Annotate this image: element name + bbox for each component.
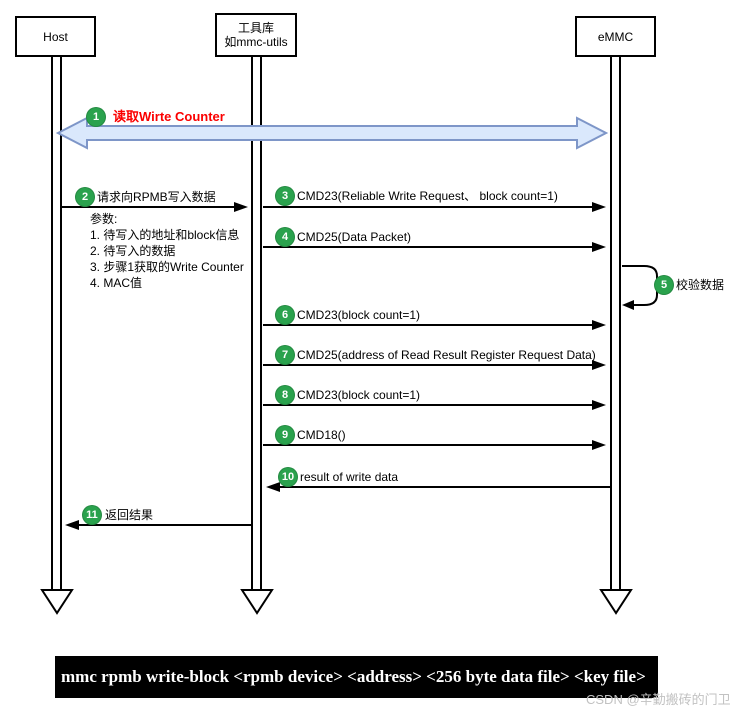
- message-arrow: [279, 486, 610, 488]
- message-arrow: [62, 206, 236, 208]
- message-label: CMD25(address of Read Result Register Re…: [297, 348, 596, 362]
- message-arrow: [263, 404, 593, 406]
- message-label: 请求向RPMB写入数据: [97, 190, 216, 204]
- actor-box-tool: 工具库 如mmc-utils: [215, 13, 297, 57]
- lifeline-emmc: [610, 56, 621, 589]
- message-label: CMD23(block count=1): [297, 388, 421, 402]
- arrowhead-right-icon: [592, 400, 606, 410]
- command-text: mmc rpmb write-block <rpmb device> <addr…: [61, 667, 646, 686]
- step-badge: 6: [275, 305, 295, 325]
- step-badge: 4: [275, 227, 295, 247]
- message-label: CMD18(): [297, 428, 346, 442]
- arrowhead-left-icon: [266, 482, 280, 492]
- actor-label-host: Host: [43, 29, 68, 44]
- arrowhead-right-icon: [592, 320, 606, 330]
- message-label: 返回结果: [105, 508, 154, 522]
- message-label: CMD23(Reliable Write Request、 block coun…: [297, 189, 558, 203]
- wide-arrow-shape: [56, 116, 608, 150]
- lifeline-host: [51, 56, 62, 589]
- step-badge: 5: [654, 275, 674, 295]
- arrowhead-right-icon: [592, 360, 606, 370]
- actor-label-emmc: eMMC: [597, 29, 634, 44]
- parameters-item: 1. 待写入的地址和block信息: [90, 228, 240, 242]
- actor-box-host: Host: [15, 16, 96, 57]
- parameters-item: 2. 待写入的数据: [90, 244, 176, 258]
- step-badge: 1: [86, 107, 106, 127]
- arrowhead-right-icon: [234, 202, 248, 212]
- parameters-item: 3. 步骤1获取的Write Counter: [90, 260, 244, 274]
- arrowhead-right-icon: [592, 202, 606, 212]
- message-arrow: [263, 364, 593, 366]
- message-arrow: [263, 324, 593, 326]
- message-arrow: [263, 246, 593, 248]
- parameters-title: 参数:: [90, 212, 118, 226]
- message-label: 校验数据: [676, 278, 725, 292]
- actor-label-tool-line2: 如mmc-utils: [224, 35, 288, 49]
- message-label: CMD23(block count=1): [297, 308, 421, 322]
- actor-label-tool-line1: 工具库: [237, 21, 274, 35]
- lifeline-end-arrow-icon: [599, 589, 633, 615]
- parameters-note: 参数: 1. 待写入的地址和block信息 2. 待写入的数据 3. 步骤1获取…: [90, 211, 244, 291]
- message-label: result of write data: [300, 470, 399, 484]
- lifeline-end-arrow-icon: [40, 589, 74, 615]
- actor-box-emmc: eMMC: [575, 16, 656, 57]
- step-badge: 10: [278, 467, 298, 487]
- arrowhead-right-icon: [592, 440, 606, 450]
- command-bar: mmc rpmb write-block <rpmb device> <addr…: [55, 656, 658, 698]
- arrowhead-left-icon: [65, 520, 79, 530]
- message-label: 读取Wirte Counter: [113, 109, 225, 124]
- message-arrow: [263, 206, 593, 208]
- step-badge: 7: [275, 345, 295, 365]
- step-badge: 3: [275, 186, 295, 206]
- step-badge: 9: [275, 425, 295, 445]
- message-arrow: [78, 524, 251, 526]
- step-badge: 2: [75, 187, 95, 207]
- parameters-item: 4. MAC值: [90, 276, 143, 290]
- lifeline-tool: [251, 56, 262, 589]
- arrowhead-right-icon: [592, 242, 606, 252]
- wide-bidirectional-arrow: [56, 116, 608, 150]
- message-arrow: [263, 444, 593, 446]
- step-badge: 8: [275, 385, 295, 405]
- lifeline-end-arrow-icon: [240, 589, 274, 615]
- watermark: CSDN @辛勤搬砖的门卫: [586, 692, 731, 707]
- step-badge: 11: [82, 505, 102, 525]
- message-label: CMD25(Data Packet): [297, 230, 412, 244]
